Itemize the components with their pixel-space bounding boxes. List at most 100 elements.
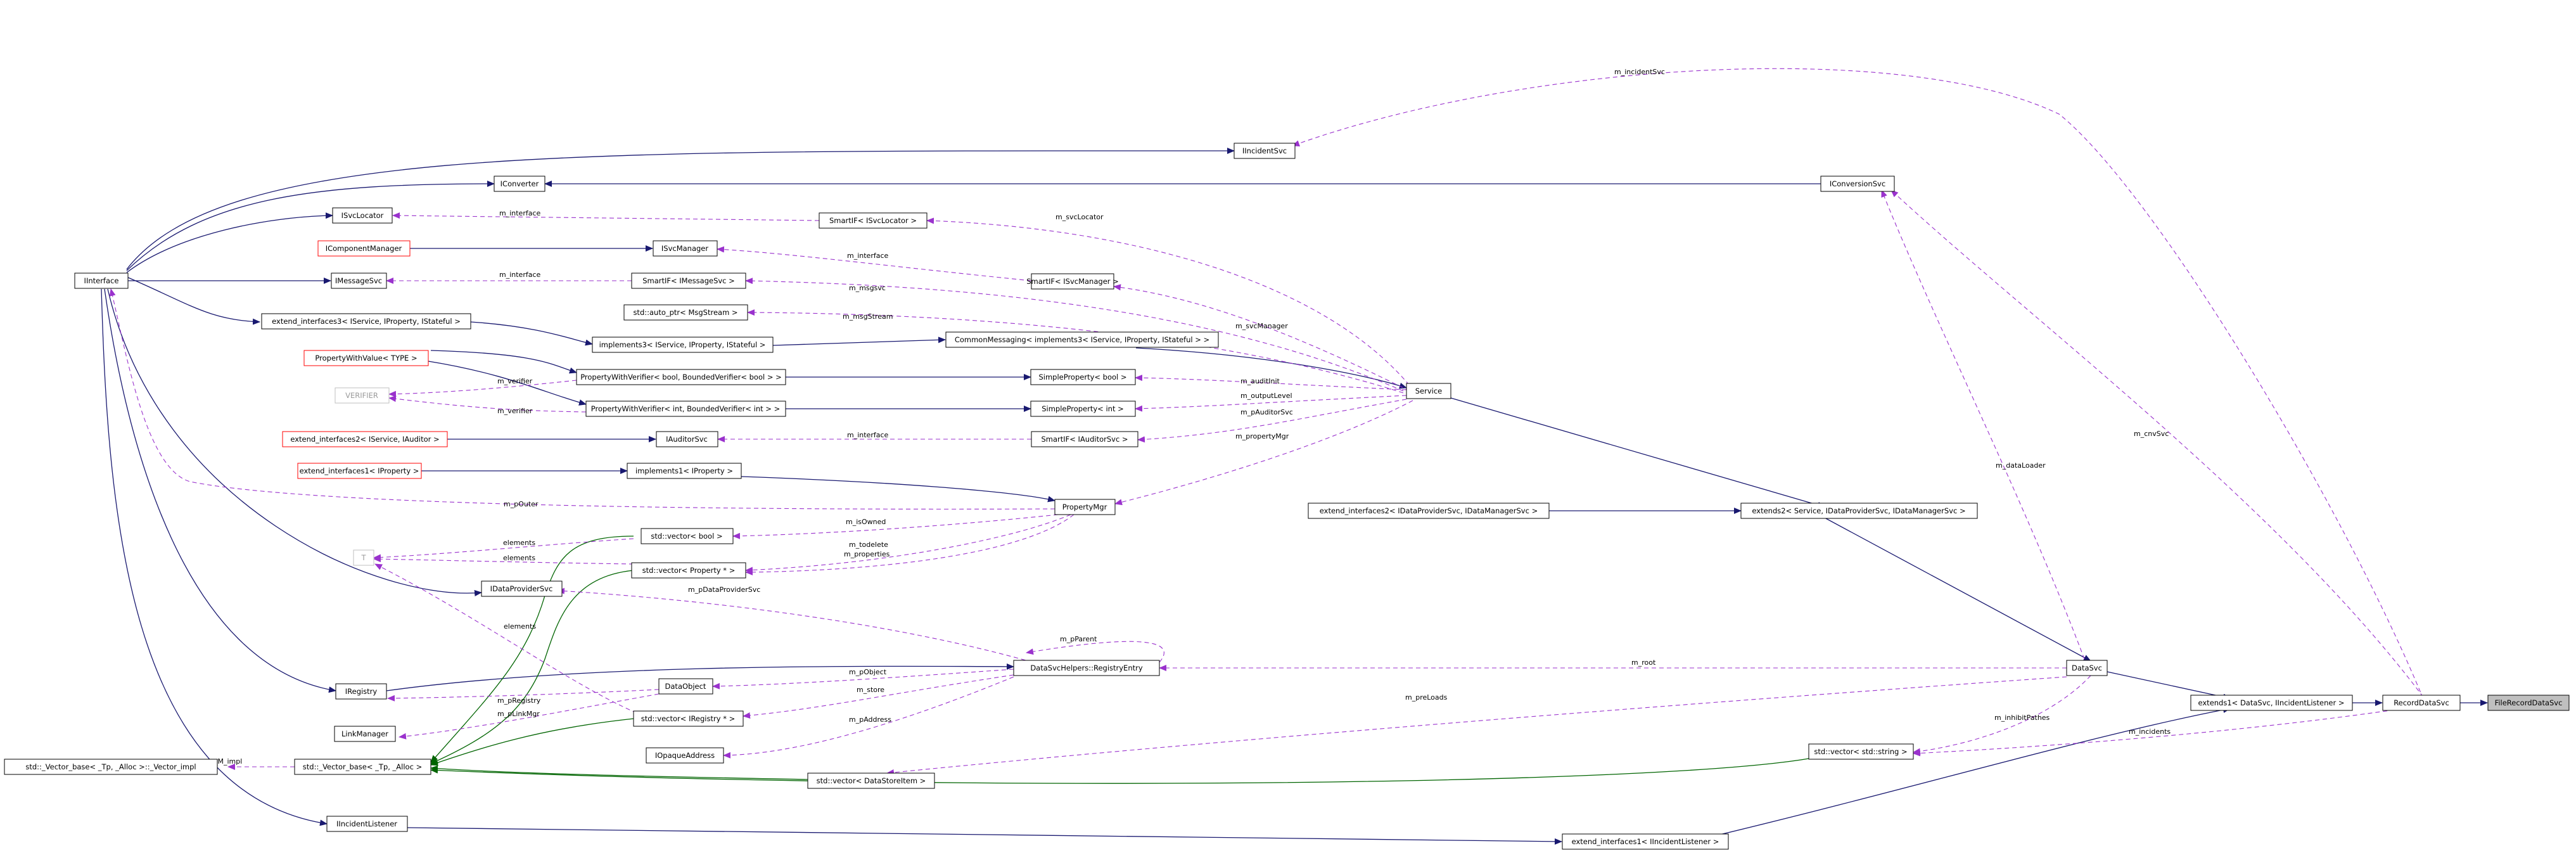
node-imessagesvc[interactable]: IMessageSvc	[331, 273, 387, 289]
node-simpleproperty-bool[interactable]: SimpleProperty< bool >	[1030, 369, 1136, 385]
node-commonmessaging[interactable]: CommonMessaging< implements3< IService, …	[945, 331, 1219, 348]
label-m-properties: m_properties	[844, 550, 890, 558]
node-extendif1-iproperty[interactable]: extend_interfaces1< IProperty >	[297, 463, 422, 479]
node-iincidentlistener[interactable]: IIncidentListener	[326, 816, 408, 832]
edge-service-to-extends2	[1450, 397, 1825, 508]
edge-iinterface-to-idataprovidersvc	[107, 288, 482, 596]
label-m-interface-svclocator: m_interface	[499, 209, 541, 217]
edge-m-pouter	[109, 288, 1055, 510]
node-pwv-bool[interactable]: PropertyWithVerifier< bool, BoundedVerif…	[576, 369, 786, 385]
edge-m-verifier-bool	[388, 380, 577, 397]
edge-propertywithvalue-to-pwv-bool	[430, 350, 577, 374]
node-vector-string[interactable]: std::vector< std::string >	[1808, 743, 1914, 760]
edge-propertywithvalue-to-pwv-int	[428, 361, 587, 406]
node-smartif-isvclocator[interactable]: SmartIF< ISvcLocator >	[819, 212, 928, 229]
label-m-store: m_store	[857, 686, 884, 694]
edge-m-msgstream	[747, 309, 1404, 394]
label-m-msgstream: m_msgStream	[843, 312, 893, 321]
node-pwv-int[interactable]: PropertyWithVerifier< int, BoundedVerifi…	[585, 401, 786, 417]
node-iregistry[interactable]: IRegistry	[335, 683, 387, 700]
node-smartif-isvcmanager[interactable]: SmartIF< ISvcManager >	[1026, 273, 1119, 290]
node-simpleproperty-bool-label: SimpleProperty< bool >	[1038, 373, 1126, 382]
edge-m-isowned	[732, 514, 1059, 539]
node-isvclocator[interactable]: ISvcLocator	[332, 207, 393, 224]
node-smartif-iauditorsvc[interactable]: SmartIF< IAuditorSvc >	[1031, 431, 1138, 447]
edge-m-outputlevel	[1135, 395, 1407, 412]
node-service[interactable]: Service	[1406, 383, 1451, 399]
node-iinterface[interactable]: IInterface	[74, 273, 129, 289]
edge-elements-bool	[373, 538, 634, 561]
node-propertywithvalue[interactable]: PropertyWithValue< TYPE >	[303, 350, 429, 366]
node-auto-ptr-msgstream[interactable]: std::auto_ptr< MsgStream >	[623, 304, 748, 321]
node-propertywithvalue-label: PropertyWithValue< TYPE >	[315, 354, 417, 362]
node-implements1-iproperty[interactable]: implements1< IProperty >	[627, 463, 742, 479]
edge-extends2-to-datasvc	[1824, 517, 2091, 662]
node-extendif1-iincidentlistener[interactable]: extend_interfaces1< IIncidentListener >	[1562, 833, 1729, 850]
node-iconverter[interactable]: IConverter	[494, 176, 545, 192]
edge-m-dataloader	[1881, 189, 2085, 660]
node-smartif-imessagesvc-label: SmartIF< IMessageSvc >	[642, 276, 735, 285]
label-m-incidentsvc: m_incidentSvc	[1614, 68, 1665, 76]
label-m-plinkmgr: m_pLinkMgr	[497, 710, 540, 718]
node-iconverter-label: IConverter	[501, 179, 539, 188]
node-vector-base[interactable]: std::_Vector_base< _Tp, _Alloc >	[294, 759, 431, 775]
edge-m-paddress	[723, 676, 1014, 759]
node-vector-datastoreitem[interactable]: std::vector< DataStoreItem >	[807, 773, 935, 789]
node-simpleproperty-int[interactable]: SimpleProperty< int >	[1030, 401, 1136, 417]
edge-implements3-to-commonmessaging	[772, 337, 946, 346]
node-recorddatasvc[interactable]: RecordDataSvc	[2382, 695, 2461, 711]
node-extends2-service[interactable]: extends2< Service, IDataProviderSvc, IDa…	[1740, 503, 1978, 519]
edge-m-properties	[745, 514, 1074, 575]
node-t[interactable]: T	[353, 549, 374, 566]
node-vector-impl[interactable]: std::_Vector_base< _Tp, _Alloc >::_Vecto…	[4, 759, 218, 775]
label-m-pauditorsvc: m_pAuditorSvc	[1240, 408, 1293, 416]
node-vector-bool[interactable]: std::vector< bool >	[641, 528, 734, 544]
node-iinterface-label: IInterface	[84, 276, 119, 285]
label-m-pparent: m_pParent	[1060, 635, 1097, 643]
node-extendif2-iauditor[interactable]: extend_interfaces2< IService, IAuditor >	[282, 431, 448, 447]
node-icomponentmanager-label: IComponentManager	[326, 244, 402, 253]
node-extendif3[interactable]: extend_interfaces3< IService, IProperty,…	[261, 313, 471, 330]
node-iconversionsvc[interactable]: IConversionSvc	[1820, 176, 1895, 192]
node-filerecorddatasvc[interactable]: FileRecordDataSvc	[2487, 695, 2570, 711]
node-iincidentsvc[interactable]: IIncidentSvc	[1234, 143, 1296, 159]
node-implements3-label: implements3< IService, IProperty, IState…	[599, 340, 766, 349]
node-extends1-datasvc[interactable]: extends1< DataSvc, IIncidentListener >	[2190, 695, 2353, 711]
node-dataobject[interactable]: DataObject	[658, 678, 713, 695]
label-m-pouter: m_pOuter	[504, 500, 539, 508]
node-propertymgr-label: PropertyMgr	[1062, 503, 1107, 511]
node-iauditorsvc-label: IAuditorSvc	[666, 435, 708, 444]
edge-iinterface-to-iincidentlistener	[101, 288, 328, 826]
node-linkmanager[interactable]: LinkManager	[334, 726, 396, 742]
edge-m-plinkmgr	[399, 693, 660, 740]
node-extendif2-idataprovidersvc[interactable]: extend_interfaces2< IDataProviderSvc, ID…	[1308, 503, 1550, 519]
edge-iinterface-to-extendif3	[126, 276, 260, 325]
node-verifier[interactable]: VERIFIER	[335, 387, 390, 404]
node-smartif-imessagesvc[interactable]: SmartIF< IMessageSvc >	[631, 273, 746, 289]
edge-iregistry-to-registryentry	[386, 663, 1014, 691]
node-iincidentlistener-label: IIncidentListener	[336, 819, 397, 828]
label-m-svclocator: m_svcLocator	[1055, 213, 1104, 221]
label-m-propertymgr: m_propertyMgr	[1235, 432, 1289, 440]
edge-iinterface-to-iconverter	[126, 181, 495, 271]
node-icomponentmanager[interactable]: IComponentManager	[317, 240, 411, 257]
edge-extendif3-to-implements3	[470, 321, 593, 346]
node-isvcmanager[interactable]: ISvcManager	[653, 240, 718, 257]
edge-m-incidents	[1913, 709, 2395, 757]
label-m-dataloader: m_dataLoader	[1996, 461, 2046, 470]
node-vector-property-label: std::vector< Property * >	[642, 566, 736, 575]
node-propertymgr[interactable]: PropertyMgr	[1054, 499, 1116, 515]
node-datasvc[interactable]: DataSvc	[2066, 660, 2108, 676]
node-iauditorsvc[interactable]: IAuditorSvc	[656, 431, 718, 447]
node-registryentry[interactable]: DataSvcHelpers::RegistryEntry	[1013, 660, 1160, 676]
label-m-isowned: m_isOwned	[846, 518, 886, 526]
node-vector-iregistry[interactable]: std::vector< IRegistry * >	[633, 710, 744, 727]
node-implements3[interactable]: implements3< IService, IProperty, IState…	[592, 337, 774, 353]
node-vector-property[interactable]: std::vector< Property * >	[631, 562, 746, 579]
node-vector-iregistry-label: std::vector< IRegistry * >	[641, 714, 735, 723]
node-iopaqueaddress[interactable]: IOpaqueAddress	[646, 747, 724, 764]
node-pwv-bool-label: PropertyWithVerifier< bool, BoundedVerif…	[580, 373, 782, 382]
node-idataprovidersvc[interactable]: IDataProviderSvc	[481, 580, 563, 597]
node-datasvc-label: DataSvc	[2072, 664, 2102, 672]
